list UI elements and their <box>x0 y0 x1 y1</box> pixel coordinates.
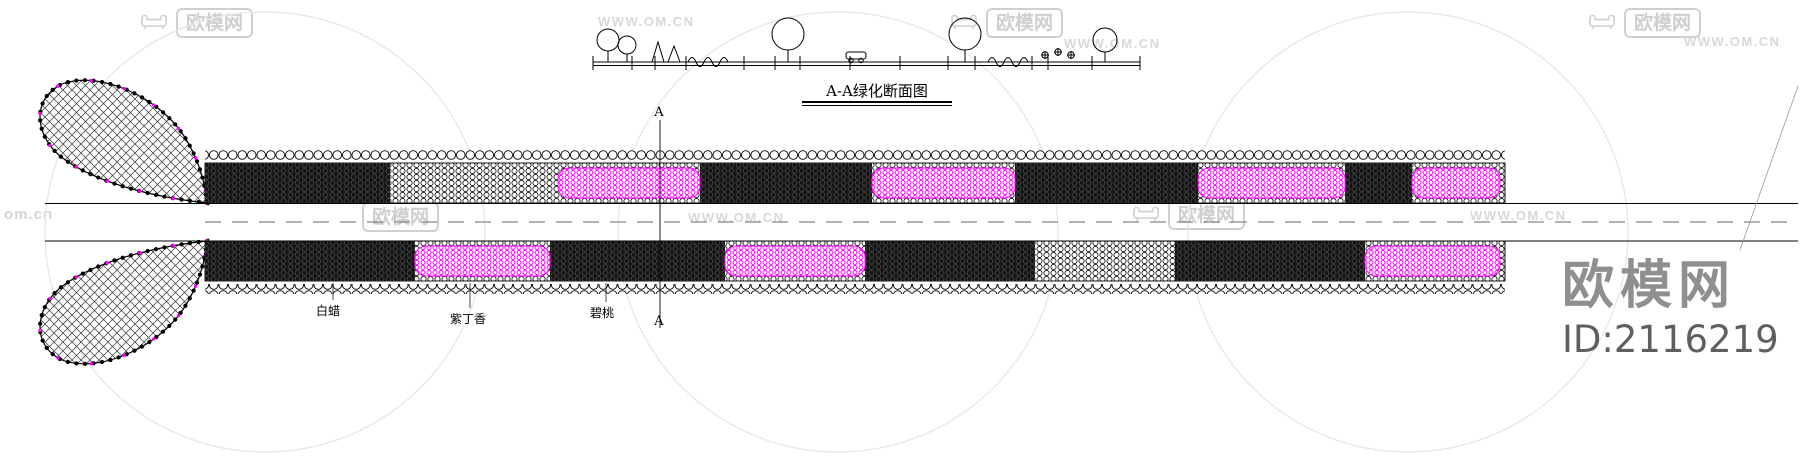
shrub-row <box>987 57 1029 67</box>
watermark-url: WWW.OM.CN <box>1684 34 1781 49</box>
title-underline <box>802 101 952 103</box>
watermark-logo: 欧模网 <box>1130 200 1246 230</box>
site-brand-watermark: 欧模网 <box>1562 256 1737 316</box>
flower-band-magenta <box>414 245 1501 277</box>
watermark-circles <box>44 11 1629 453</box>
plant-label-ash: 白蜡 <box>316 304 341 318</box>
car-symbol <box>845 51 867 64</box>
label-leader-lines <box>332 283 607 308</box>
watermark-logo: 欧模网 <box>948 8 1064 38</box>
sofa-logo-icon <box>1586 9 1618 38</box>
section-view-title: A-A绿化断面图 <box>826 82 928 100</box>
watermark-url: WWW.OM.CN <box>688 210 785 225</box>
watermark-url: WWW.OM.CN <box>1470 208 1567 223</box>
sofa-logo-icon <box>138 9 170 38</box>
planting-band-top <box>204 162 1506 204</box>
watermark-url: WWW.OM.CN <box>598 14 695 29</box>
title-underline <box>802 105 952 106</box>
entry-fan-island <box>40 80 207 364</box>
hedge-row-bottom <box>205 284 1505 294</box>
road-lines <box>45 85 1799 251</box>
watermark-url-short: om.cn <box>4 206 54 223</box>
plant-label-peach: 碧桃 <box>590 306 615 320</box>
section-marker-bottom: A <box>654 314 664 329</box>
watermark-brand-box: 欧模网 <box>176 8 254 38</box>
plant-label-lilac: 紫丁香 <box>450 312 487 326</box>
shrub-mass-dark <box>205 241 1365 281</box>
sofa-logo-icon <box>1130 201 1162 230</box>
section-marker-top: A <box>654 105 664 120</box>
flower-band-magenta <box>557 167 1501 199</box>
site-id-watermark: ID:2116219 <box>1562 318 1779 361</box>
watermark-logo: 欧模网 <box>138 8 254 38</box>
shrub-row <box>687 57 729 67</box>
conifer-symbols <box>651 40 681 63</box>
shrub-mass-dark <box>205 163 1412 203</box>
watermark-brand-box: 欧模网 <box>986 8 1064 38</box>
watermark-brand-box: 欧模网 <box>1168 200 1246 230</box>
hedge-row-top <box>205 150 1505 160</box>
sofa-logo-icon <box>948 9 980 38</box>
watermark-url: WWW.OM.CN <box>1064 36 1161 51</box>
watermark-brand-box: 欧模网 <box>362 202 440 232</box>
road-end-diagonal <box>1739 85 1799 251</box>
dimension-ticks <box>592 56 1141 70</box>
planting-band-bottom <box>204 240 1506 282</box>
